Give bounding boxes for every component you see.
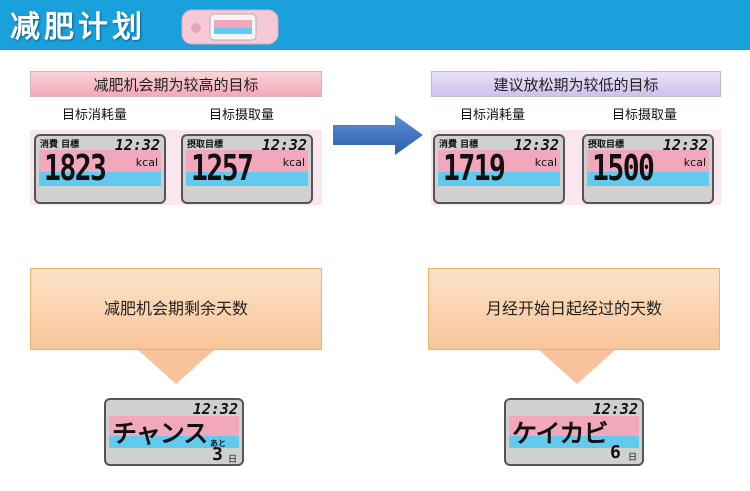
target-consume-label: 目标消耗量 bbox=[460, 108, 526, 123]
title-bar bbox=[0, 0, 750, 50]
lcd-word: ケイカビ bbox=[512, 419, 609, 448]
lcd-count: 6 bbox=[610, 442, 621, 463]
low-target-header: 建议放松期为较低的目标 bbox=[431, 71, 721, 97]
lcd-label: 消費 目標 bbox=[40, 140, 80, 150]
lcd-unit: kcal bbox=[683, 156, 706, 169]
page-title: 减肥计划 bbox=[10, 10, 146, 45]
lcd-day-unit: 日 bbox=[628, 453, 638, 463]
right-arrow-icon bbox=[333, 115, 423, 155]
lcd-value: 1257 bbox=[191, 148, 254, 189]
elapsed-days-box: 月经开始日起经过的天数 bbox=[428, 268, 720, 350]
lcd-ato: あと bbox=[210, 439, 226, 448]
lcd-time: 12:32 bbox=[114, 136, 160, 154]
lcd-value: 1500 bbox=[592, 148, 655, 189]
lcd-time: 12:32 bbox=[592, 400, 638, 418]
lcd-label: 摂取目標 bbox=[588, 140, 625, 150]
lcd-time: 12:32 bbox=[261, 136, 307, 154]
lcd-consume-left: 消費 目標 12:32 1823 kcal bbox=[34, 134, 166, 204]
lcd-time: 12:32 bbox=[192, 400, 238, 418]
high-target-header: 减肥机会期为较高的目标 bbox=[30, 71, 322, 97]
lcd-word: チャンス bbox=[112, 419, 208, 448]
lcd-chance: 12:32 チャンス あと 3 日 bbox=[104, 398, 244, 466]
lcd-count: 3 bbox=[212, 444, 223, 465]
target-intake-label: 目标摄取量 bbox=[209, 108, 275, 123]
down-arrow-icon bbox=[138, 350, 214, 384]
lcd-day-unit: 日 bbox=[228, 455, 238, 465]
lcd-unit: kcal bbox=[282, 156, 305, 169]
lcd-label: 消費 目標 bbox=[439, 140, 479, 150]
lcd-keikabi: 12:32 ケイカビ 6 日 bbox=[504, 398, 644, 466]
lcd-value: 1823 bbox=[44, 148, 107, 189]
target-intake-label: 目标摄取量 bbox=[612, 108, 678, 123]
pedometer-device-icon bbox=[181, 9, 279, 45]
lcd-label: 摂取目標 bbox=[187, 140, 224, 150]
lcd-intake-left: 摂取目標 12:32 1257 kcal bbox=[181, 134, 313, 204]
target-consume-label: 目标消耗量 bbox=[62, 108, 128, 123]
remaining-days-box: 减肥机会期剩余天数 bbox=[30, 268, 322, 350]
down-arrow-icon bbox=[539, 350, 615, 384]
lcd-consume-right: 消費 目標 12:32 1719 kcal bbox=[433, 134, 565, 204]
lcd-time: 12:32 bbox=[662, 136, 708, 154]
lcd-intake-right: 摂取目標 12:32 1500 kcal bbox=[582, 134, 714, 204]
lcd-unit: kcal bbox=[135, 156, 158, 169]
lcd-time: 12:32 bbox=[513, 136, 559, 154]
lcd-unit: kcal bbox=[534, 156, 557, 169]
lcd-value: 1719 bbox=[443, 148, 506, 189]
